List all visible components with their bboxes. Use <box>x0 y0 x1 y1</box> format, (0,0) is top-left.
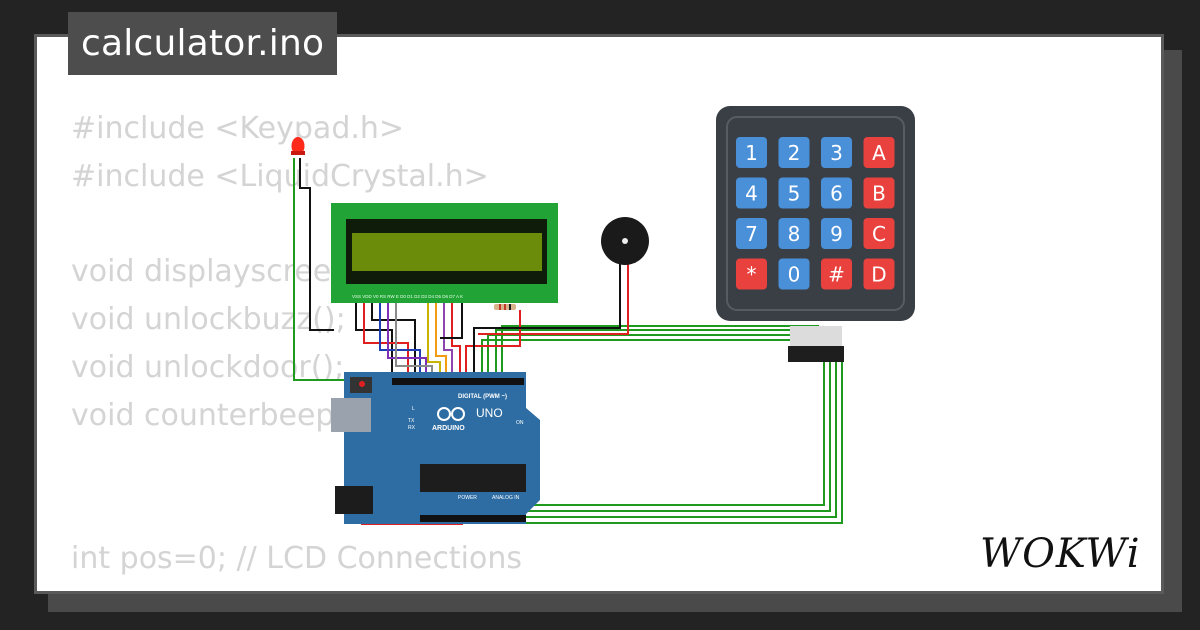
keypad-key-label: 6 <box>830 182 843 206</box>
wire <box>502 362 837 518</box>
keypad-keys: 1 2 3 A 4 5 6 B 7 8 9 C * 0 # D <box>736 137 895 290</box>
keypad-key-label: * <box>747 263 757 287</box>
code-line: int pos=0; // LCD Connections <box>71 541 522 577</box>
keypad-key[interactable] <box>863 218 895 249</box>
power-jack <box>335 486 373 514</box>
l-label: L <box>412 406 415 412</box>
keypad-key[interactable] <box>778 218 810 249</box>
keypad-key[interactable] <box>736 177 767 209</box>
wire <box>293 158 344 381</box>
lcd-resistor <box>494 304 516 310</box>
wire <box>451 300 461 378</box>
keypad-connector <box>788 326 844 362</box>
keypad-key[interactable] <box>863 258 895 290</box>
project-card[interactable]: #include <Keypad.h> #include <LiquidCrys… <box>34 34 1164 594</box>
analog-header <box>420 515 526 522</box>
keypad-key-label: 7 <box>745 222 758 246</box>
wire <box>481 339 801 382</box>
keypad-key[interactable] <box>778 137 810 168</box>
buzzer[interactable] <box>601 217 649 265</box>
digital-header <box>392 378 524 385</box>
brand-label: ARDUINO <box>432 425 465 432</box>
rx-label: RX <box>408 425 416 431</box>
keypad-key[interactable] <box>821 218 852 249</box>
keypad-key[interactable] <box>821 137 852 168</box>
code-line: void unlockbuzz(); <box>71 302 346 338</box>
wire <box>495 329 813 382</box>
keypad-key-label: 3 <box>830 141 843 165</box>
keypad-key[interactable] <box>863 137 895 168</box>
led-dome <box>291 137 305 155</box>
keypad-key-label: 0 <box>788 263 801 287</box>
arduino-logo-icon <box>437 407 451 421</box>
keypad-key[interactable] <box>821 258 852 290</box>
lcd-pin-labels: VSS VDD V0 RS RW E D0 D1 D2 D3 D4 D5 D6 … <box>352 294 463 299</box>
on-label: ON <box>516 420 524 426</box>
keypad-key-label: D <box>871 263 886 287</box>
project-title[interactable]: calculator.ino <box>68 12 338 75</box>
arduino-board <box>344 372 540 524</box>
keypad-inner <box>726 116 905 311</box>
power-label: POWER <box>458 495 477 501</box>
model-label: UNO <box>476 406 503 420</box>
keypad-key[interactable] <box>863 177 895 209</box>
code-line: void counterbeep(); <box>71 397 368 433</box>
keypad-key[interactable] <box>736 137 767 168</box>
wire <box>363 300 409 378</box>
wire <box>299 158 334 331</box>
analog-label: ANALOG IN <box>492 495 520 501</box>
keypad-key-label: 8 <box>788 222 801 246</box>
keypad[interactable]: 1 2 3 A 4 5 6 B 7 8 9 C * 0 # D <box>716 106 915 321</box>
wire <box>440 300 463 339</box>
red-wire-end <box>359 381 365 387</box>
arduino-logo-icon <box>451 407 465 421</box>
keypad-key-label: # <box>828 263 845 287</box>
lcd-screen <box>352 233 542 271</box>
wire <box>379 300 421 378</box>
wire <box>478 262 629 335</box>
code-line: #include <Keypad.h> <box>71 111 405 146</box>
keypad-key-label: C <box>872 222 886 246</box>
chip <box>420 464 526 492</box>
keypad-key-label: 2 <box>788 141 801 165</box>
wire <box>508 362 831 512</box>
wire <box>491 362 843 524</box>
keypad-key-label: 1 <box>745 141 758 165</box>
wokwi-logo-text: WOKWi <box>980 531 1141 577</box>
led-base <box>291 151 305 155</box>
code-line: #include <LiquidCrystal.h> <box>71 158 489 194</box>
digital-label: DIGITAL (PWM ~) <box>458 394 507 400</box>
wokwi-logo: WOKWi <box>980 531 1141 577</box>
keypad-key[interactable] <box>736 258 767 290</box>
keypad-key[interactable] <box>778 258 810 290</box>
keypad-key-label: 5 <box>788 182 801 206</box>
code-line: LiquidCrystal lcd(12, 11, 10, 9, 8, 7); <box>71 583 621 591</box>
buzzer-hole <box>622 238 628 244</box>
wire <box>355 300 393 378</box>
wire <box>427 300 441 378</box>
keypad-key[interactable] <box>778 177 810 209</box>
wire <box>387 300 427 378</box>
wire <box>514 362 825 506</box>
wire <box>443 300 453 378</box>
keypad-key[interactable] <box>736 218 767 249</box>
led[interactable] <box>291 137 305 155</box>
arduino-uno[interactable]: DIGITAL (PWM ~) UNO ARDUINO ON L TX RX P… <box>331 372 540 524</box>
tx-label: TX <box>408 418 415 424</box>
lcd-module[interactable]: VSS VDD V0 RS RW E D0 D1 D2 D3 D4 D5 D6 … <box>331 203 558 310</box>
keypad-key-label: 9 <box>830 222 843 246</box>
wire <box>473 262 621 378</box>
usb-port <box>331 398 371 432</box>
keypad-key-label: B <box>872 182 886 206</box>
keypad-key-label: A <box>872 141 886 165</box>
keypad-key-label: 4 <box>745 182 758 206</box>
wire <box>487 334 807 382</box>
wire <box>435 300 447 378</box>
keypad-key[interactable] <box>821 177 852 209</box>
